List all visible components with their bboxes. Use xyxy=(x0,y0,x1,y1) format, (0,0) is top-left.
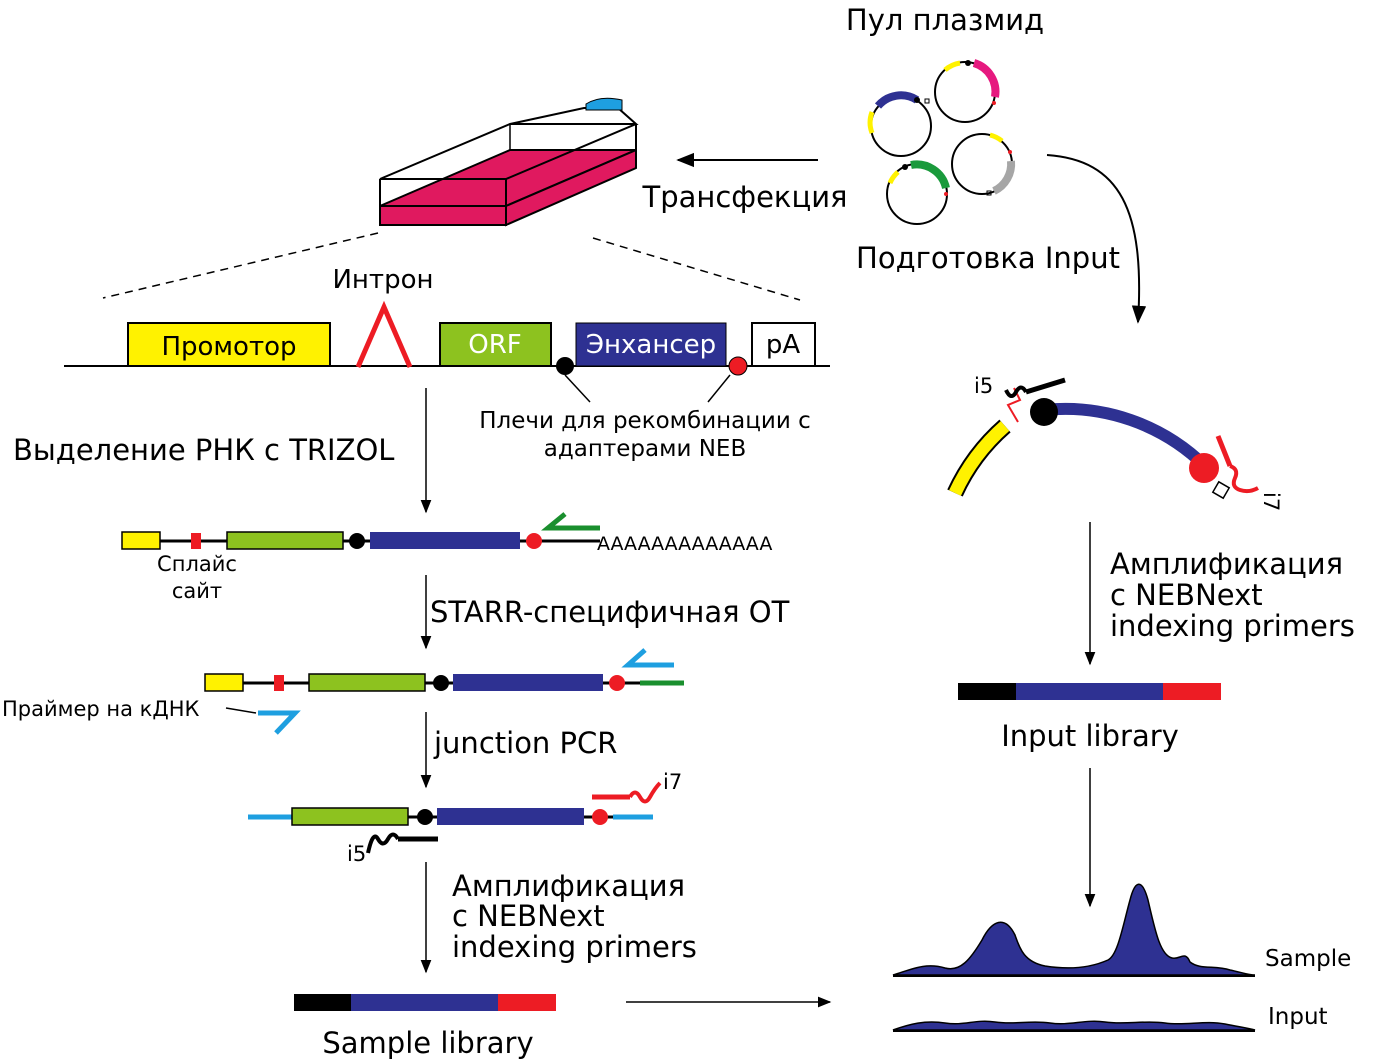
amp-left-line3: indexing primers xyxy=(452,930,697,964)
cdna-primer-label: Праймер на кДНК xyxy=(2,697,200,721)
reporter-construct: Промотор Интрон ORF Энхансер pA Плечи дл… xyxy=(64,265,830,462)
pcr-product: i7 i5 xyxy=(248,770,682,866)
enhancer-label: Энхансер xyxy=(586,330,716,360)
splice-site-mark xyxy=(191,533,201,549)
flask-cap xyxy=(585,97,623,111)
arms-label-line2: адаптерами NEB xyxy=(544,436,747,462)
input-coverage-track xyxy=(892,1020,1256,1032)
arms-label-line1: Плечи для рекомбинации с xyxy=(479,408,811,434)
input-track-label: Input xyxy=(1268,1004,1328,1030)
cdna-primer-bottom xyxy=(258,710,301,735)
input-library-label: Input library xyxy=(1001,719,1179,753)
enhancer-box xyxy=(575,322,727,367)
promoter-box xyxy=(127,322,331,367)
rt-primer xyxy=(541,512,600,531)
zoom-line-right xyxy=(592,237,801,301)
sample-library-bar xyxy=(294,994,556,1011)
sample-track-label: Sample xyxy=(1265,946,1351,972)
i7-label-right: i7 xyxy=(1259,492,1283,511)
arm-right-dot xyxy=(728,356,748,376)
input-fragment: i7 i5 xyxy=(947,374,1283,511)
zoom-line-left xyxy=(102,232,379,299)
pool-title: Пул плазмид xyxy=(846,3,1044,37)
orf-box xyxy=(439,322,552,367)
i5-label-right: i5 xyxy=(974,374,993,398)
amp-right-line3: indexing primers xyxy=(1110,609,1355,643)
junction-pcr-label: junction PCR xyxy=(433,726,617,760)
polya-tail: AAAAAAAAAAAAA xyxy=(597,533,772,555)
promoter-label: Промотор xyxy=(161,332,296,362)
cdna-strand: Праймер на кДНК xyxy=(2,648,684,735)
rna-isolation-label: Выделение РНК с TRIZOL xyxy=(13,433,394,467)
amp-left-line2: с NEBNext xyxy=(452,899,605,933)
pa-label: pA xyxy=(766,330,801,360)
amp-right-line2: с NEBNext xyxy=(1110,578,1263,612)
starr-rt-label: STARR-специфичная ОТ xyxy=(430,595,790,629)
splice-label-line1: Сплайс xyxy=(157,552,237,576)
amp-left-line1: Амплификация xyxy=(452,869,685,903)
plasmid-green xyxy=(886,160,950,225)
input-library-bar xyxy=(958,683,1221,700)
amp-right-line1: Амплификация xyxy=(1110,547,1343,581)
input-prep-arrow xyxy=(1046,154,1147,324)
i5-label-left: i5 xyxy=(347,842,366,866)
input-prep-label: Подготовка Input xyxy=(856,241,1120,275)
cdna-primer-top xyxy=(621,648,674,668)
sample-library-label: Sample library xyxy=(322,1026,533,1060)
splice-label-line2: сайт xyxy=(172,579,222,603)
sample-coverage-track xyxy=(892,883,1256,977)
pa-box xyxy=(751,322,816,367)
intron-mark xyxy=(355,300,413,368)
mrna-transcript: AAAAAAAAAAAAA Сплайс сайт xyxy=(121,512,772,603)
plasmid-pool xyxy=(867,59,1016,225)
intron-label: Интрон xyxy=(332,265,433,295)
arm-left-dot xyxy=(556,357,574,375)
plasmid-gray xyxy=(951,132,1016,196)
plasmid-navy xyxy=(867,91,932,157)
transfection-label: Трансфекция xyxy=(642,180,848,214)
i7-label-left: i7 xyxy=(663,770,682,794)
culture-flask xyxy=(379,97,639,227)
plasmid-pink xyxy=(934,59,1000,123)
orf-label: ORF xyxy=(468,330,522,360)
